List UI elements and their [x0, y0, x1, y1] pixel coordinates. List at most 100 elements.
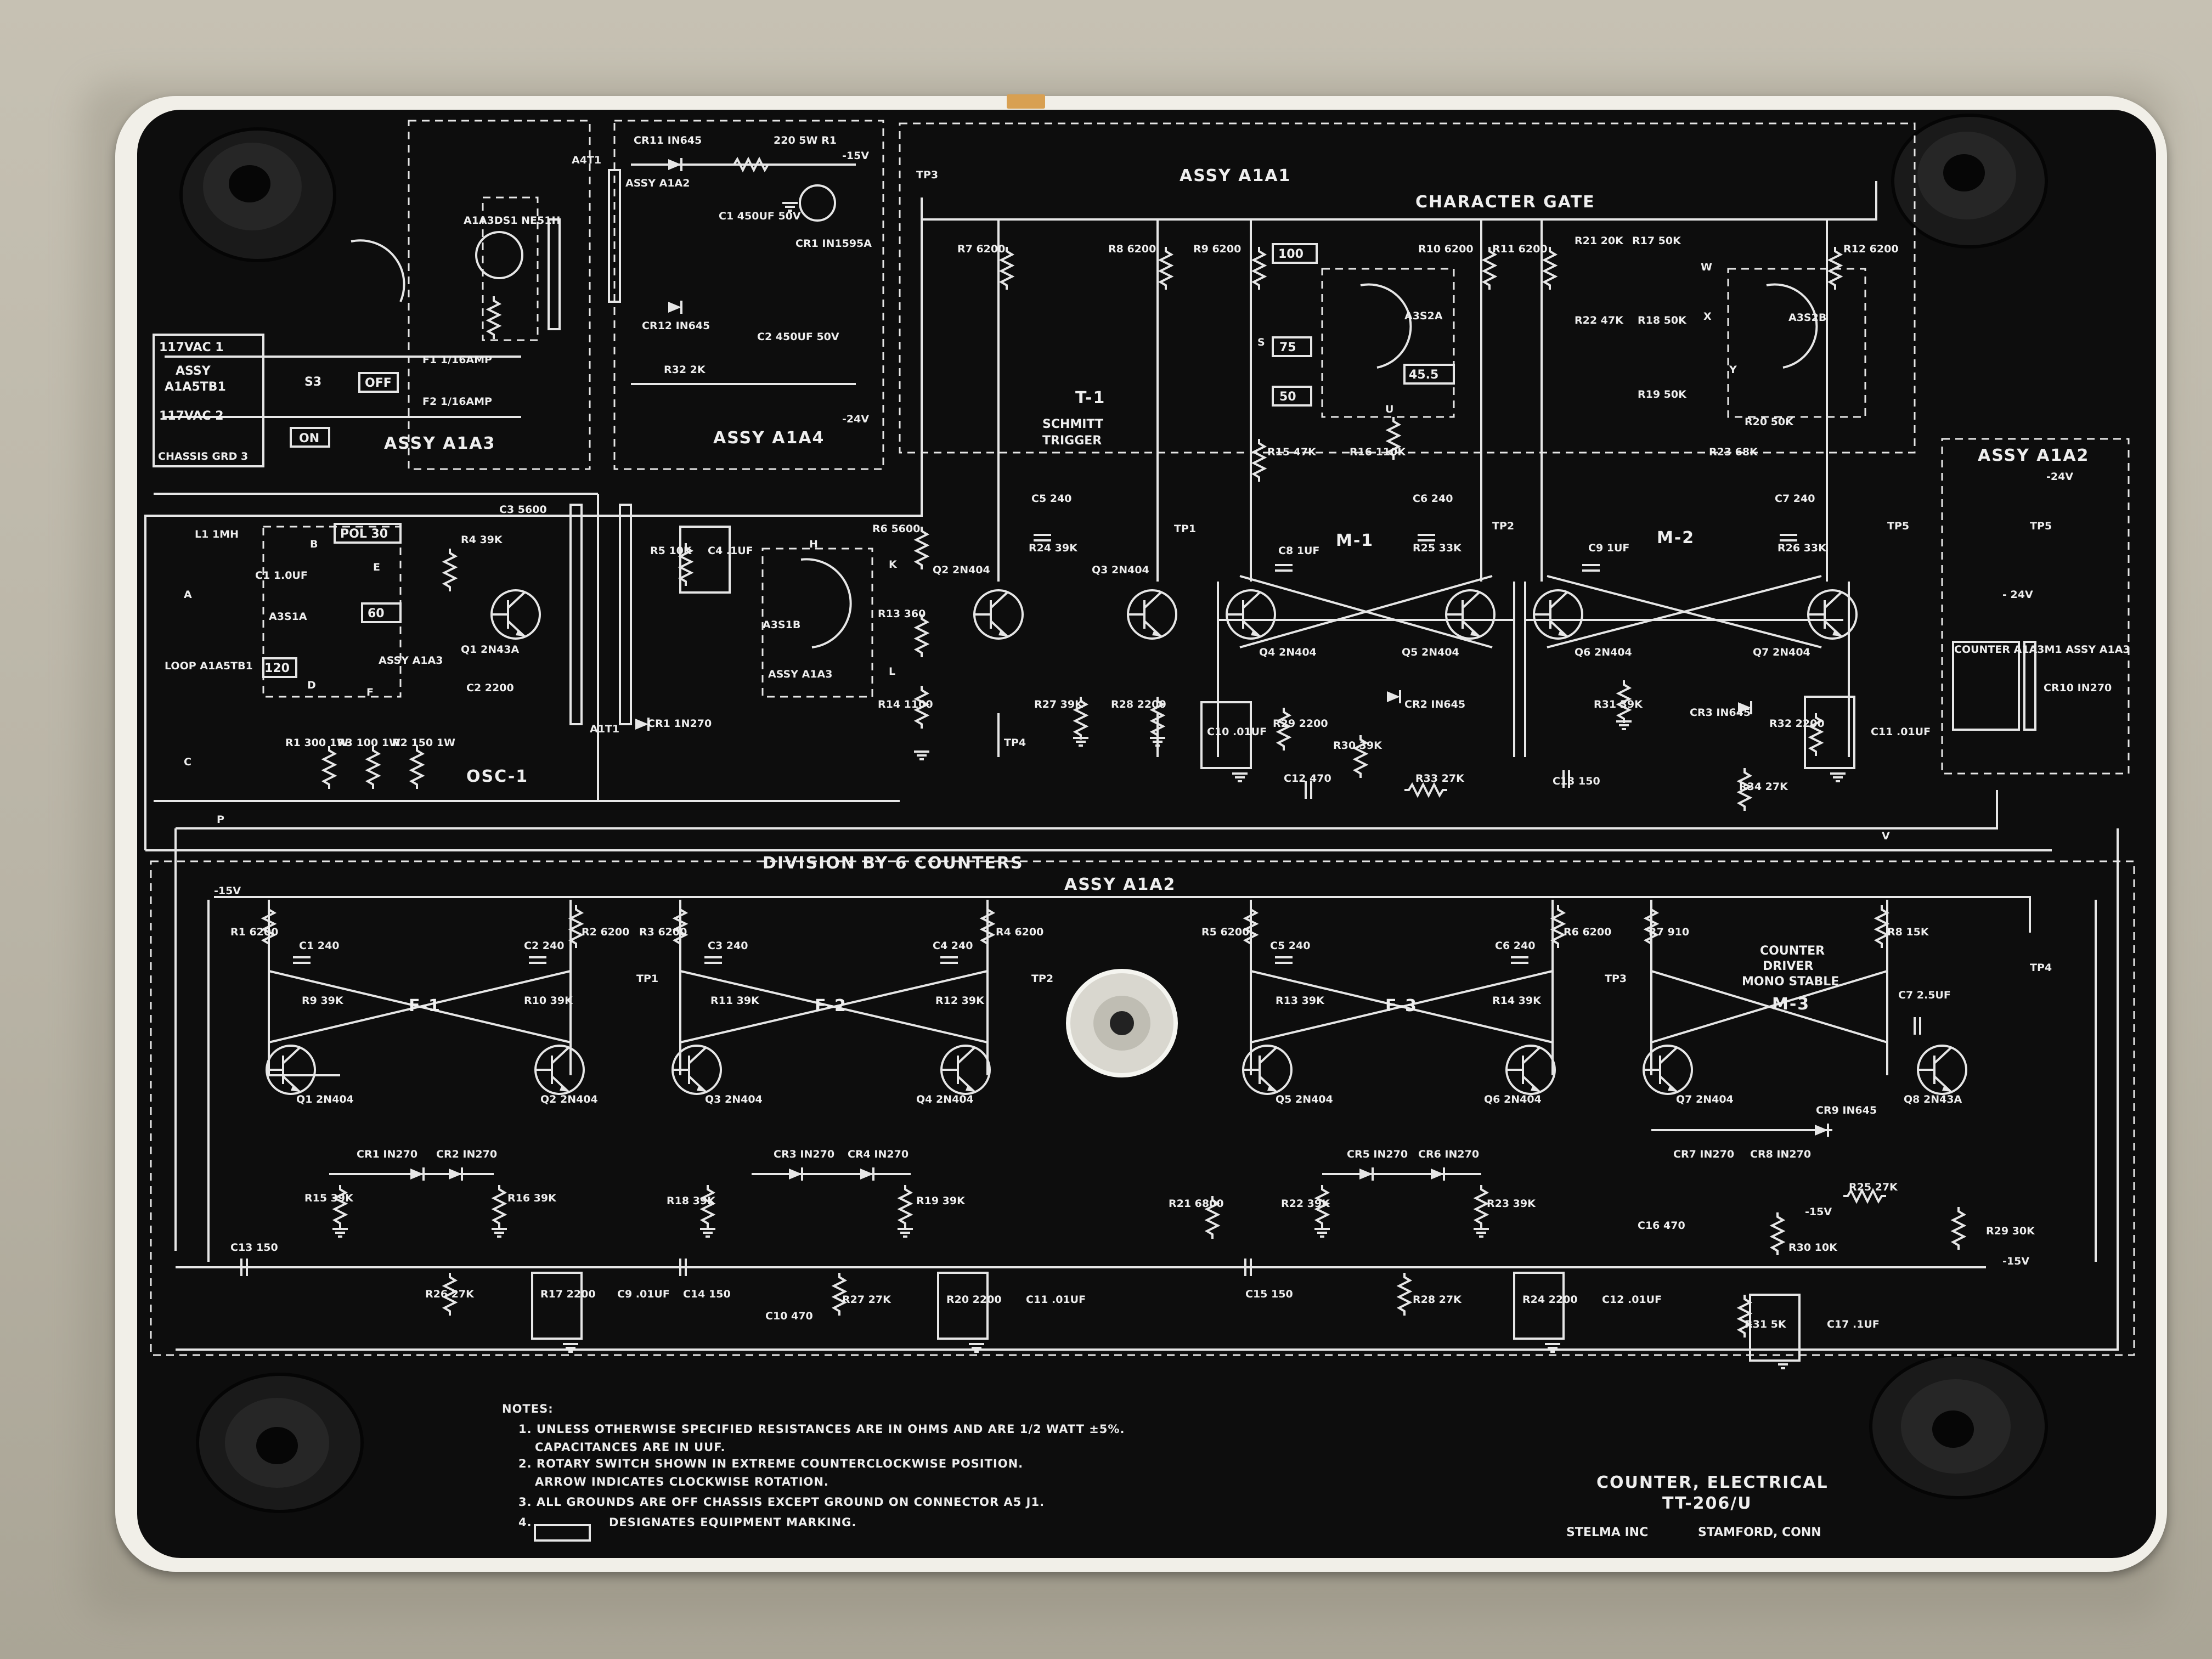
m2-label: M-2 [1657, 528, 1695, 548]
note-1b: CAPACITANCES ARE IN UUF. [535, 1441, 725, 1454]
fuse1-label: F1 1/16AMP [422, 354, 492, 366]
note-2: 2. ROTARY SWITCH SHOWN IN EXTREME COUNTE… [518, 1457, 1023, 1470]
f2-q4: Q4 2N404 [916, 1093, 974, 1105]
tp2-label: TP2 [1492, 520, 1514, 532]
note-4: 4. [518, 1516, 532, 1529]
f3-tp: TP3 [1605, 973, 1627, 985]
loop-label: LOOP A1A5TB1 [165, 660, 253, 672]
port-a: A [184, 589, 192, 601]
c13-label: C13 150 [1553, 775, 1600, 787]
r19-label: R19 50K [1638, 388, 1687, 400]
counter-driver-line2: DRIVER [1763, 960, 1813, 973]
r29-label: R29 2200 [1273, 718, 1328, 730]
f3-r21: R21 6800 [1169, 1198, 1224, 1210]
neg24a-label: -24V [2046, 471, 2073, 483]
f1-r10: R10 39K [524, 995, 573, 1007]
on-label: ON [299, 432, 319, 445]
neg24v-label: -24V [842, 413, 869, 425]
f2-c4: C4 240 [933, 940, 973, 952]
r13-label: R13 360 [878, 608, 926, 620]
q1-label: Q1 2N43A [461, 644, 520, 656]
f1-r1: R1 6200 [230, 926, 278, 938]
m3-r7: R7 910 [1649, 926, 1689, 938]
pol30-label: POL 30 [340, 527, 388, 541]
center-grommet [1066, 969, 1178, 1077]
r33-label: R33 27K [1415, 772, 1465, 785]
r5-label: R5 10K [650, 545, 692, 557]
f2-r27: R27 27K [842, 1294, 891, 1306]
cr2-label: CR2 IN645 [1404, 698, 1465, 710]
q6-label: Q6 2N404 [1575, 646, 1632, 658]
f3-r23: R23 39K [1487, 1198, 1536, 1210]
counter-driver-line4: M-3 [1772, 995, 1810, 1014]
port-c: C [184, 756, 191, 768]
assy-a1a4-border [613, 120, 884, 470]
m3-neg15a: -15V [1805, 1206, 1832, 1218]
f2-r18: R18 39K [667, 1195, 716, 1207]
component-symbols [240, 157, 2036, 1369]
f3-r22: R22 39K [1281, 1198, 1330, 1210]
r34-label: R34 27K [1739, 781, 1788, 793]
r2-osc-label: R2 150 1W [392, 737, 455, 749]
f1-r17: R17 2200 [540, 1288, 596, 1300]
r1-220-label: 220 5W R1 [774, 134, 837, 146]
box-45-5: 45.5 [1409, 368, 1438, 382]
a3s2a-label: A3S2A [1404, 310, 1443, 322]
m3-c16: C16 470 [1638, 1220, 1685, 1232]
f3-cr5: CR5 IN270 [1347, 1148, 1408, 1160]
r4-label: R4 39K [461, 534, 503, 546]
m3-r30: R30 10K [1788, 1242, 1838, 1254]
port-p: P [217, 814, 224, 826]
ac-label-5: CHASSIS GRD 3 [158, 450, 248, 462]
r25-label: R25 33K [1413, 542, 1462, 554]
osc-switch-border [262, 526, 402, 698]
title-line1: COUNTER, ELECTRICAL [1596, 1473, 1829, 1492]
m3-r8: R8 15K [1887, 926, 1929, 938]
s3-label: S3 [304, 375, 321, 389]
schmitt-title: T-1 [1075, 388, 1105, 408]
f3-c6: C6 240 [1495, 940, 1535, 952]
note-2b: ARROW INDICATES CLOCKWISE ROTATION. [535, 1475, 829, 1488]
r18-label: R18 50K [1638, 314, 1687, 326]
m3-q8: Q8 2N43A [1904, 1093, 1962, 1105]
f3-q5: Q5 2N404 [1276, 1093, 1333, 1105]
m3-cr7: CR7 IN270 [1673, 1148, 1734, 1160]
c10-label: C10 .01UF [1207, 726, 1267, 738]
assy-a1a4-label: ASSY A1A4 [713, 428, 825, 448]
m3-cr9: CR9 IN645 [1816, 1104, 1877, 1116]
port-u: U [1385, 403, 1393, 415]
character-gate-label: CHARACTER GATE [1415, 193, 1595, 212]
c1-450-label: C1 450UF 50V [719, 210, 801, 222]
c3-label: C3 5600 [499, 504, 547, 516]
f1-c9: C9 .01UF [617, 1288, 670, 1300]
note-4-text: DESIGNATES EQUIPMENT MARKING. [609, 1516, 856, 1529]
q7-label: Q7 2N404 [1753, 646, 1810, 658]
f1-r15: R15 39K [304, 1192, 354, 1204]
c7-label: C7 240 [1775, 493, 1815, 505]
counter-driver-line3: MONO STABLE [1742, 975, 1839, 989]
box-50: 50 [1279, 390, 1296, 404]
q5-label: Q5 2N404 [1402, 646, 1459, 658]
title-line2: TT-206/U [1662, 1494, 1752, 1513]
f1-cr1: CR1 IN270 [357, 1148, 417, 1160]
ac-label-4: 117VAC 2 [159, 409, 224, 423]
assy-a1a2-small: ASSY A1A2 [625, 177, 690, 189]
maker-label: STELMA INC [1566, 1526, 1648, 1539]
tp5-right-label: TP5 [2030, 520, 2052, 532]
f3-label: F-3 [1385, 996, 1418, 1015]
tp4-label: TP4 [1004, 737, 1026, 749]
r10-label: R10 6200 [1418, 243, 1474, 255]
f3-r13: R13 39K [1276, 995, 1325, 1007]
f1-r16: R16 39K [507, 1192, 557, 1204]
port-d: D [307, 679, 316, 691]
m3-r25: R25 27K [1849, 1181, 1898, 1193]
f1-label: F-1 [409, 996, 441, 1015]
counter-a1a3m1-label: COUNTER A1A3M1 ASSY A1A3 [1954, 644, 2130, 656]
neon-border [482, 196, 539, 341]
a3s1b-border [761, 548, 873, 698]
cr1b-label: CR1 1N270 [647, 718, 712, 730]
rubber-foot-top-right [1891, 114, 2048, 249]
f3-c15: C15 150 [1245, 1288, 1293, 1300]
port-k: K [889, 558, 898, 571]
